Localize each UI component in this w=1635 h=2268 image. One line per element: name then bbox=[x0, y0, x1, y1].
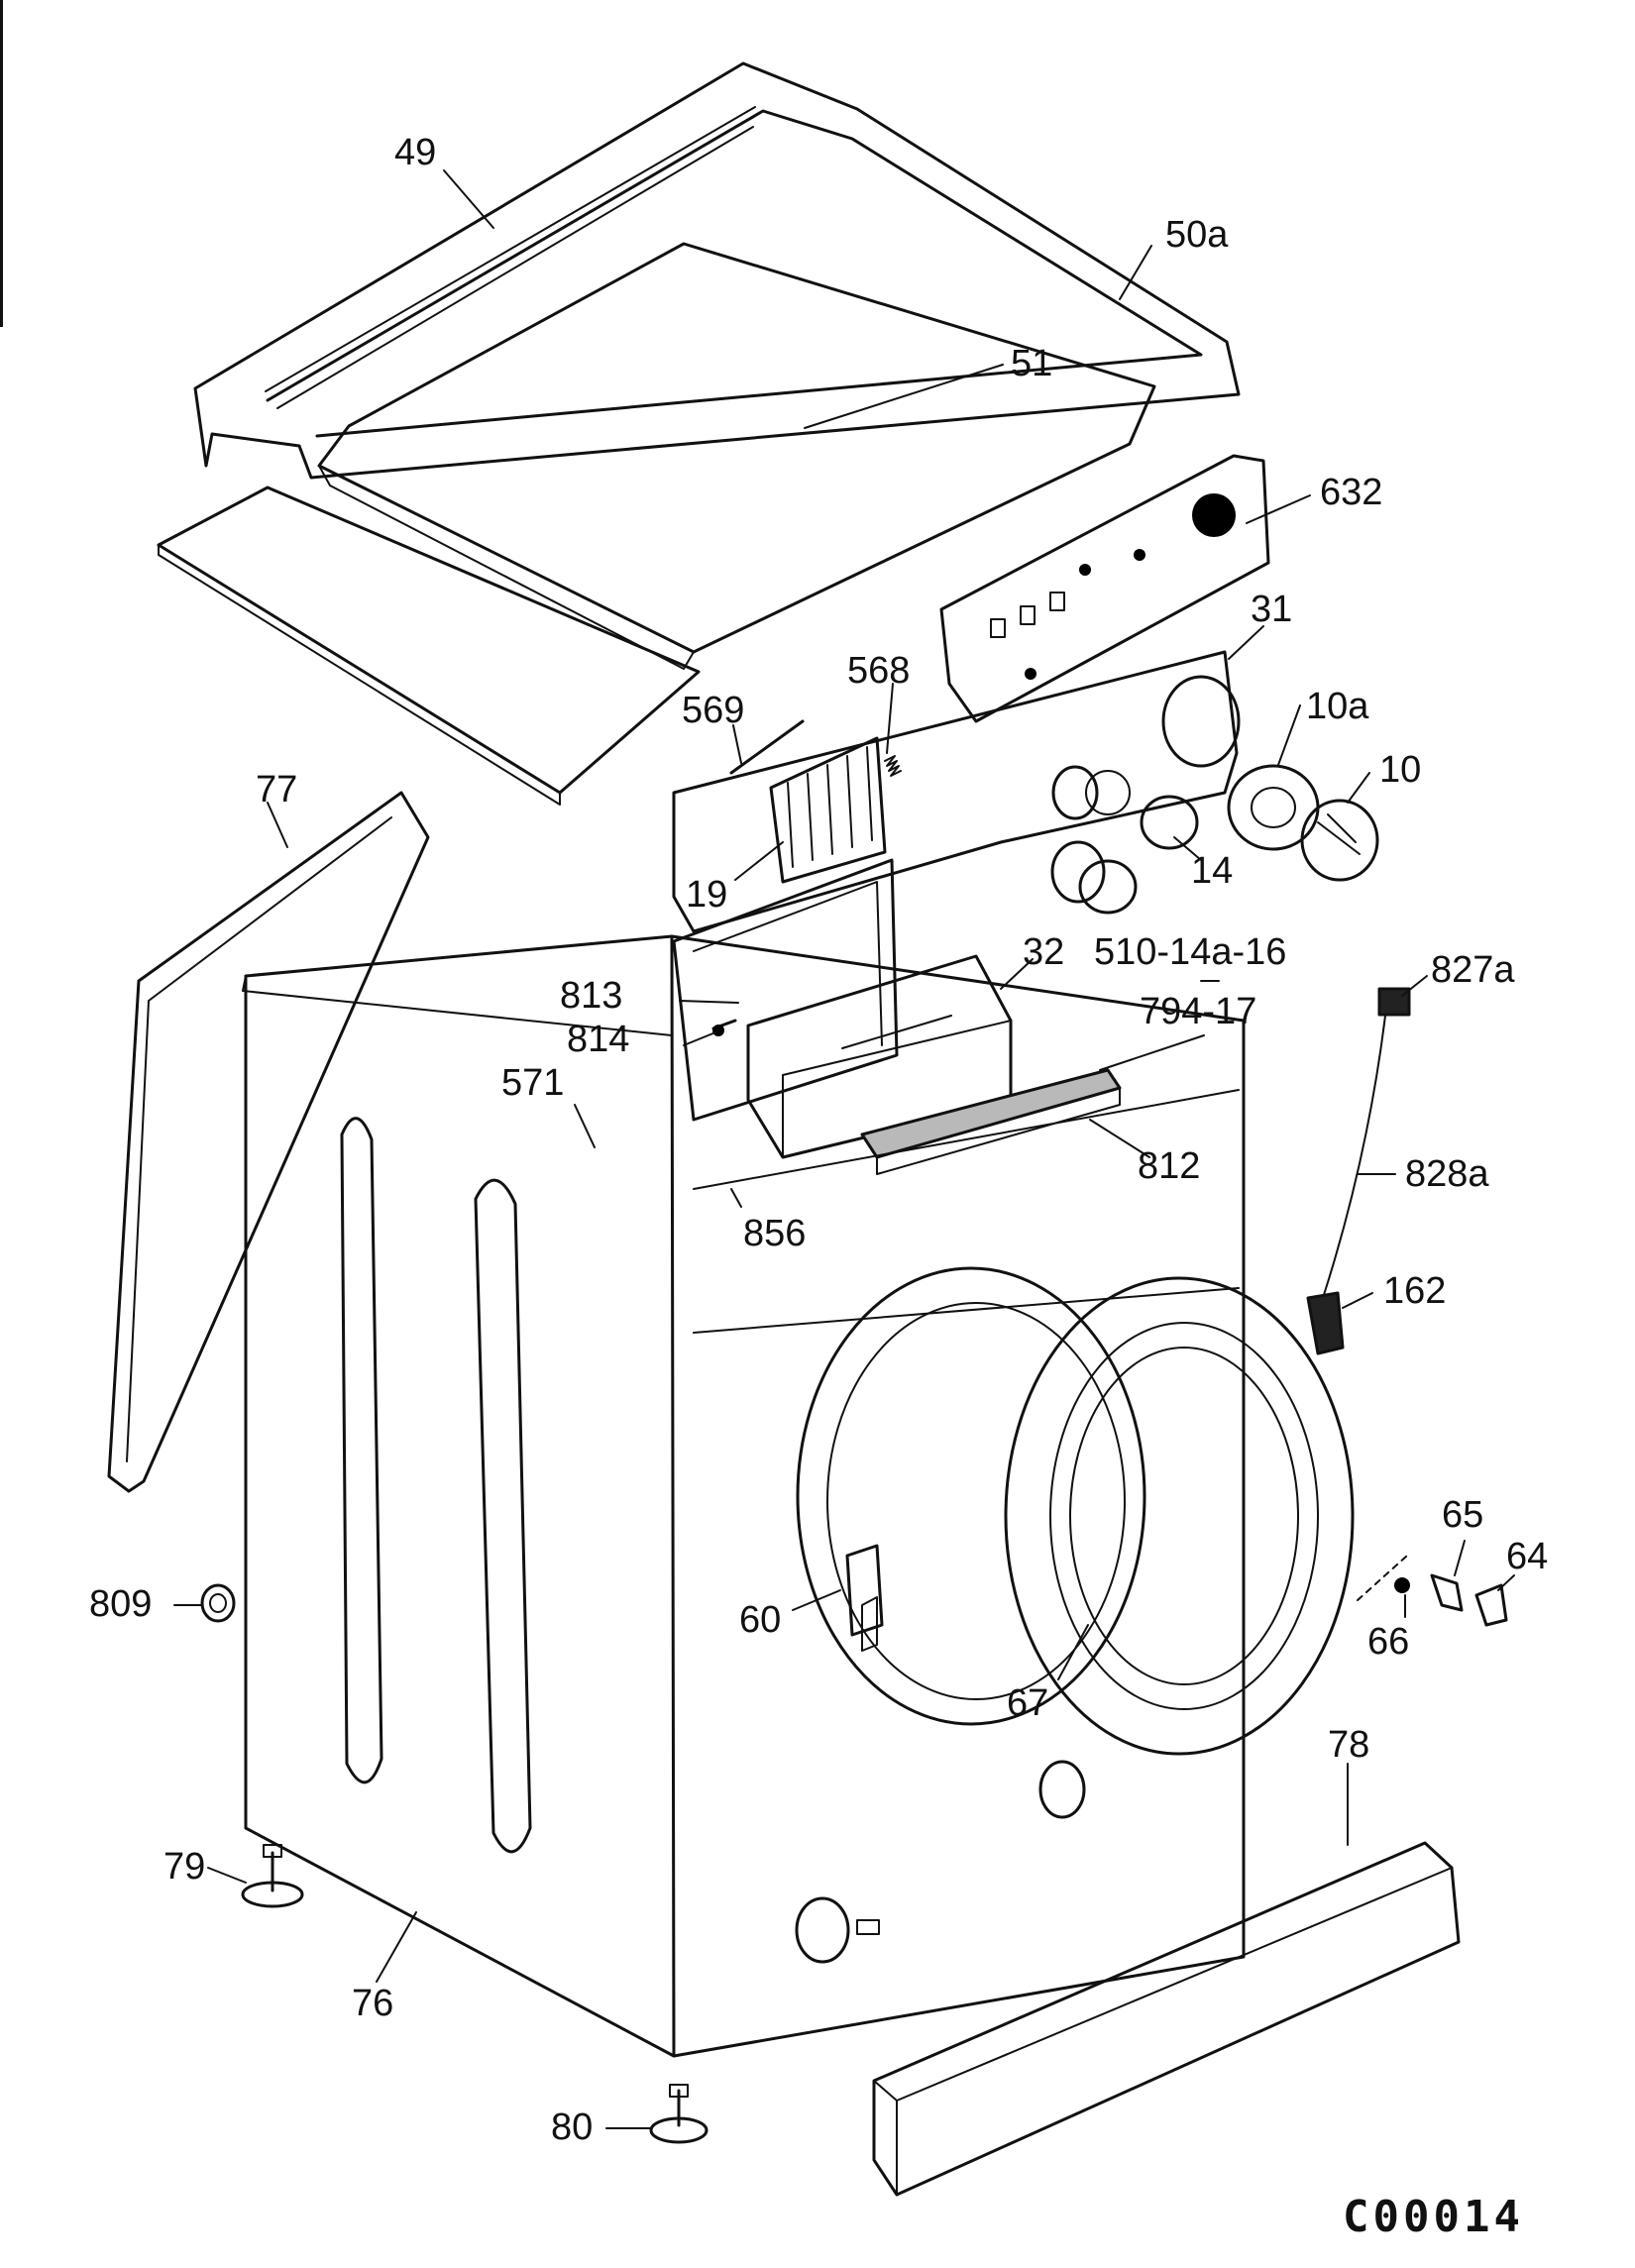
lid-panel-part bbox=[317, 242, 1156, 670]
callout-67: 67 bbox=[1007, 1682, 1049, 1724]
foot-part bbox=[241, 1844, 304, 1908]
callout-10: 10 bbox=[1379, 749, 1422, 791]
door-switch-part bbox=[1306, 987, 1411, 1355]
callout-827a: 827a bbox=[1431, 949, 1515, 991]
callout-809: 809 bbox=[89, 1583, 153, 1625]
callout-569: 569 bbox=[682, 690, 745, 731]
grommet-part bbox=[200, 1583, 236, 1623]
callout-50a: 50a bbox=[1165, 214, 1229, 256]
cabinet-base-features bbox=[795, 1760, 1086, 1964]
callout-812: 812 bbox=[1138, 1145, 1201, 1187]
callout-14: 14 bbox=[1191, 850, 1234, 892]
callout-65: 65 bbox=[1442, 1494, 1484, 1536]
top-frame-part bbox=[193, 61, 1241, 480]
filter-tray-part bbox=[860, 1068, 1122, 1175]
callout-856: 856 bbox=[743, 1213, 807, 1254]
callout-632: 632 bbox=[1320, 472, 1383, 513]
callout-79: 79 bbox=[164, 1846, 206, 1888]
door-lock-part bbox=[1357, 1555, 1508, 1627]
control-panel-fascia-part bbox=[672, 650, 1241, 933]
drawing-code: C00014 bbox=[1343, 2192, 1524, 2242]
callout-568: 568 bbox=[847, 650, 911, 692]
cabinet-body-part bbox=[242, 934, 1246, 2058]
rod-part bbox=[729, 719, 805, 775]
callout-51: 51 bbox=[1011, 343, 1053, 384]
callout-76: 76 bbox=[352, 1983, 394, 2024]
callout-510-14a-16: 510-14a-16 bbox=[1094, 931, 1287, 973]
callout-78: 78 bbox=[1328, 1724, 1370, 1766]
callout-77: 77 bbox=[256, 769, 298, 810]
callout-10a: 10a bbox=[1306, 686, 1369, 727]
knob-bezel-part bbox=[1227, 764, 1320, 851]
callout-19: 19 bbox=[686, 874, 728, 916]
callout-80: 80 bbox=[551, 2106, 594, 2148]
page-margin-rule bbox=[0, 0, 3, 327]
drum-opening bbox=[796, 1266, 1146, 1726]
callout-571: 571 bbox=[501, 1062, 565, 1104]
callout-162: 162 bbox=[1383, 1270, 1447, 1312]
pushbutton-block-part bbox=[769, 736, 887, 884]
callout-49: 49 bbox=[394, 132, 437, 173]
callout-32: 32 bbox=[1023, 931, 1065, 973]
callout-31: 31 bbox=[1251, 589, 1293, 630]
spring-part bbox=[884, 755, 902, 777]
door-hinge-part bbox=[845, 1544, 884, 1652]
control-board-part bbox=[939, 454, 1270, 723]
foot-part-front bbox=[649, 2084, 708, 2144]
callout-794-17: 794-17 bbox=[1140, 991, 1257, 1032]
small-knob-part bbox=[1078, 770, 1199, 915]
callout-60: 60 bbox=[739, 1599, 782, 1641]
worktop-sheet-part bbox=[157, 486, 701, 806]
callout-813: 813 bbox=[560, 975, 623, 1017]
callout-828a: 828a bbox=[1405, 1153, 1489, 1195]
callout-814: 814 bbox=[567, 1019, 630, 1060]
plinth-part bbox=[872, 1841, 1461, 2197]
drawer-fixing-part bbox=[711, 1019, 737, 1036]
leader-lines bbox=[173, 169, 1515, 2129]
callout-64: 64 bbox=[1506, 1536, 1549, 1577]
rear-frame-part bbox=[107, 791, 430, 1493]
callout-66: 66 bbox=[1367, 1621, 1410, 1663]
dispenser-housing-part bbox=[672, 858, 899, 1122]
program-knob-part bbox=[1300, 799, 1379, 882]
door-part bbox=[1004, 1276, 1355, 1756]
